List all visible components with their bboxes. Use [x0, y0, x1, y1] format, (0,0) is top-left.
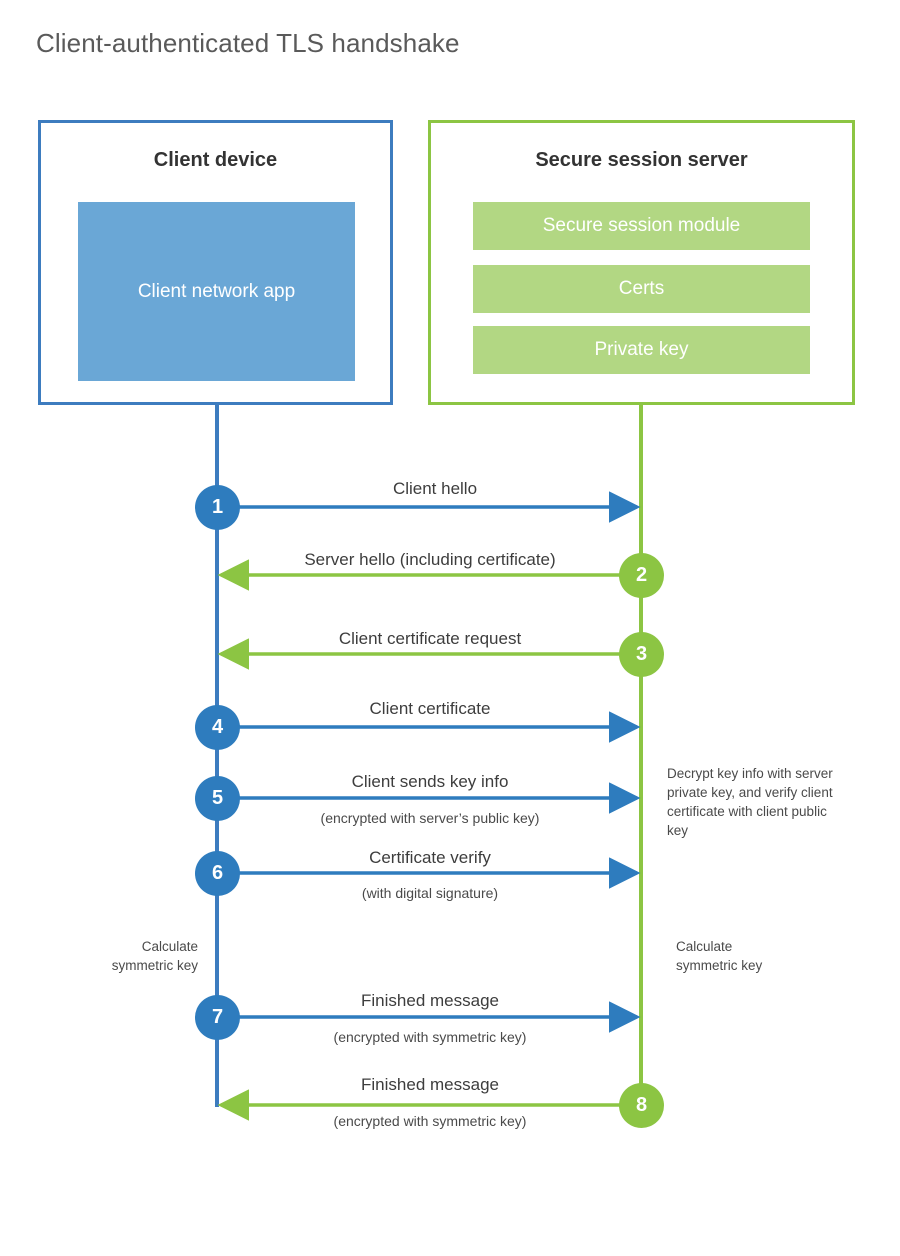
- server-calculate-line-1: Calculate: [676, 939, 733, 954]
- client-calculate-line-1: Calculate: [141, 939, 198, 954]
- step-circle-4[interactable]: 4: [195, 705, 240, 750]
- step-circle-8[interactable]: 8: [619, 1083, 664, 1128]
- client-calculate-line-2: symmetric key: [111, 958, 198, 974]
- step-sublabel-7: (encrypted with symmetric key): [333, 1029, 527, 1045]
- step-label-3: Client certificate request: [338, 629, 522, 648]
- step-circle-3[interactable]: 3: [619, 632, 664, 677]
- server-lifeline: [639, 405, 643, 1105]
- secure-session-server-title: Secure session server: [535, 149, 748, 171]
- step-label-7: Finished message: [361, 991, 499, 1010]
- step-circle-6[interactable]: 6: [195, 851, 240, 896]
- step-label-1: Client hello: [392, 479, 478, 498]
- step-label-2: Server hello (including certificate): [304, 550, 556, 569]
- client-network-app-block: Client network app: [78, 202, 355, 381]
- step-circle-2[interactable]: 2: [619, 553, 664, 598]
- step-label-6: Certificate verify: [369, 848, 491, 867]
- secure-session-server-box: Secure session server Secure session mod…: [428, 120, 855, 405]
- server-component-secure-session-module: Secure session module: [473, 202, 810, 250]
- client-device-box: Client device Client network app: [38, 120, 393, 405]
- client-device-title: Client device: [153, 149, 278, 171]
- server-calculate-symmetric-key-annotation: Calculate symmetric key: [676, 937, 826, 975]
- step-label-4: Client certificate: [369, 699, 491, 718]
- step-sublabel-8: (encrypted with symmetric key): [333, 1113, 527, 1129]
- step-circle-5[interactable]: 5: [195, 776, 240, 821]
- step-label-8: Finished message: [361, 1075, 499, 1094]
- server-calculate-line-2: symmetric key: [676, 958, 763, 974]
- step-circle-7[interactable]: 7: [195, 995, 240, 1040]
- step-circle-1[interactable]: 1: [195, 485, 240, 530]
- step-sublabel-5: (encrypted with server’s public key): [320, 810, 540, 826]
- step-sublabel-6: (with digital signature): [361, 885, 499, 901]
- server-decrypt-annotation: Decrypt key info with server private key…: [667, 766, 833, 839]
- client-lifeline: [215, 405, 219, 1107]
- page-title: Client-authenticated TLS handshake: [36, 28, 460, 58]
- client-calculate-symmetric-key-annotation: Calculate symmetric key: [60, 937, 198, 975]
- step-label-5: Client sends key info: [351, 772, 509, 791]
- server-component-private-key: Private key: [473, 326, 810, 374]
- server-component-certs: Certs: [473, 265, 810, 313]
